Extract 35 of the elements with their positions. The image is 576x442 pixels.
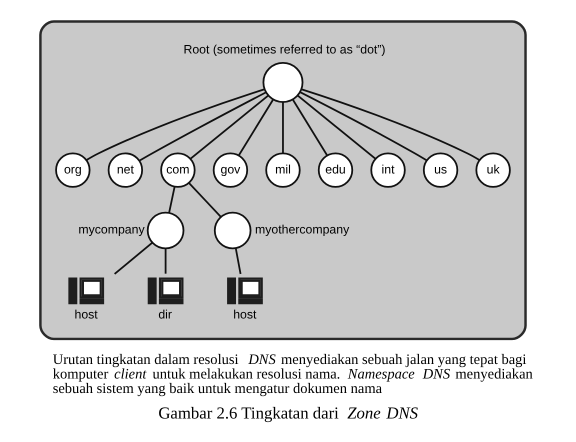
connector xyxy=(238,99,274,156)
connector xyxy=(190,94,269,160)
node-circle xyxy=(262,62,304,103)
node-circle xyxy=(214,212,252,250)
node-circle: com xyxy=(160,152,196,188)
connector xyxy=(139,92,266,162)
connector xyxy=(302,88,480,161)
node-circle: us xyxy=(422,152,458,188)
node-circle: org xyxy=(55,152,90,188)
connector xyxy=(168,186,176,214)
connector xyxy=(300,91,427,162)
connector xyxy=(282,102,284,154)
connector xyxy=(234,248,242,274)
connector xyxy=(164,248,166,274)
node-circle xyxy=(146,212,184,250)
connector xyxy=(297,94,376,160)
connector xyxy=(86,88,264,161)
node-label: dir xyxy=(158,308,172,322)
node-circle: net xyxy=(108,152,144,188)
connector xyxy=(114,242,153,275)
cluster xyxy=(39,20,527,340)
node-circle: gov xyxy=(212,152,248,188)
connector xyxy=(188,182,222,218)
node-label: Root (sometimes referred to as “dot”) xyxy=(183,42,386,57)
node-circle: int xyxy=(370,152,406,188)
caption: Gambar 2.6 Tingkatan dari Zone DNS xyxy=(158,403,418,422)
label: Urutan tingkatan dalam resolusi DNS menyediakan sebuah jalan yang tepat bagi komputer client untuk melakukan resolusi nama. Namespace DNS menyediakan sebuah sistem yang baik untuk mengatur dokumen nama xyxy=(52,352,533,398)
node-circle: edu xyxy=(318,152,354,188)
connector xyxy=(292,99,328,156)
node-label: mycompany xyxy=(78,222,145,237)
node-circle: uk xyxy=(475,152,511,188)
node-circle: mil xyxy=(265,152,301,188)
node-label: host xyxy=(233,308,256,322)
node-label: myothercompany xyxy=(255,222,350,237)
node-label: host xyxy=(74,308,98,322)
